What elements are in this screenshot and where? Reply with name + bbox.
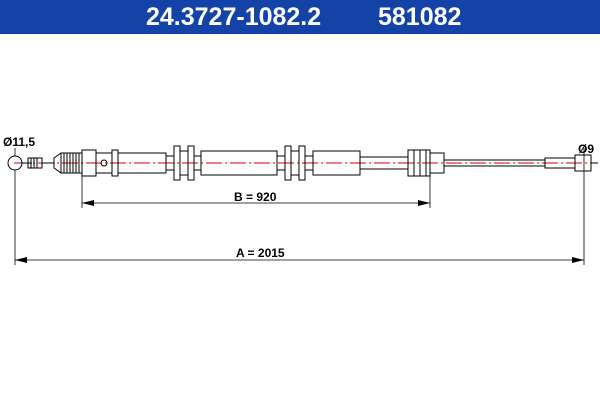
part-number: 24.3727-1082.2 [146,3,322,31]
dimension-a-label: A = 2015 [236,246,285,260]
grommet-left [173,145,195,181]
left-fitting [81,149,174,177]
right-sleeve [305,150,408,176]
diameter-leaders [14,148,585,156]
right-diameter-label: Ø9 [578,142,594,156]
reference-number: 581082 [378,3,462,31]
right-fitting [407,149,545,177]
right-end-nipple [544,154,598,172]
left-diameter-label: Ø11,5 [3,135,35,149]
dimension-line-b [82,200,430,206]
dimension-line-a [15,257,584,263]
dimension-b-label: B = 920 [234,190,277,204]
grommet-right [284,145,306,181]
middle-sleeve [194,150,285,176]
title-bar: 24.3727-1082.2 581082 [0,0,600,34]
